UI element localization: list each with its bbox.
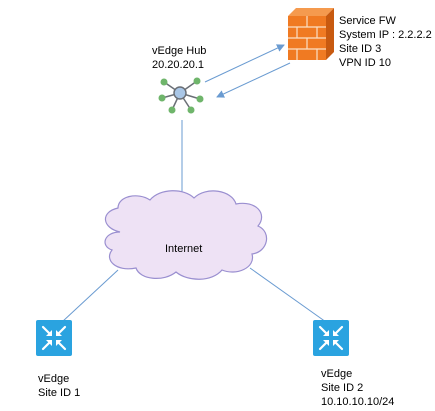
firewall-icon [288, 8, 334, 60]
internet-site1-link [61, 269, 119, 323]
site2-site-id: Site ID 2 [321, 382, 364, 394]
site1-label: vEdge Site ID 1 [38, 372, 80, 400]
hub-to-firewall-arrow [204, 44, 285, 83]
firewall-to-hub-arrow [216, 62, 291, 98]
cloud-icon [104, 190, 268, 280]
site2-label: vEdge Site ID 2 10.10.10.10/24 [321, 367, 394, 409]
firewall-name: Service FW [339, 15, 396, 27]
internet-site2-link [249, 267, 327, 323]
firewall-label: Service FW System IP : 2.2.2.2 Site ID 3… [339, 14, 432, 70]
hub-ip: 20.20.20.1 [152, 59, 204, 71]
site1-site-id: Site ID 1 [38, 387, 81, 399]
internet-label: Internet [165, 243, 203, 255]
site1-router-icon [36, 320, 72, 356]
firewall-vpn-id: VPN ID 10 [339, 57, 391, 69]
firewall-site-id: Site ID 3 [339, 43, 382, 55]
hub-star-icon [158, 77, 204, 114]
hub-label: vEdge Hub 20.20.20.1 [152, 44, 206, 72]
firewall-system-ip: System IP : 2.2.2.2 [339, 29, 432, 41]
site2-name: vEdge [321, 368, 353, 380]
site2-subnet: 10.10.10.10/24 [321, 396, 395, 408]
site2-router-icon [313, 320, 349, 356]
hub-name: vEdge Hub [152, 45, 207, 57]
site1-name: vEdge [38, 373, 70, 385]
